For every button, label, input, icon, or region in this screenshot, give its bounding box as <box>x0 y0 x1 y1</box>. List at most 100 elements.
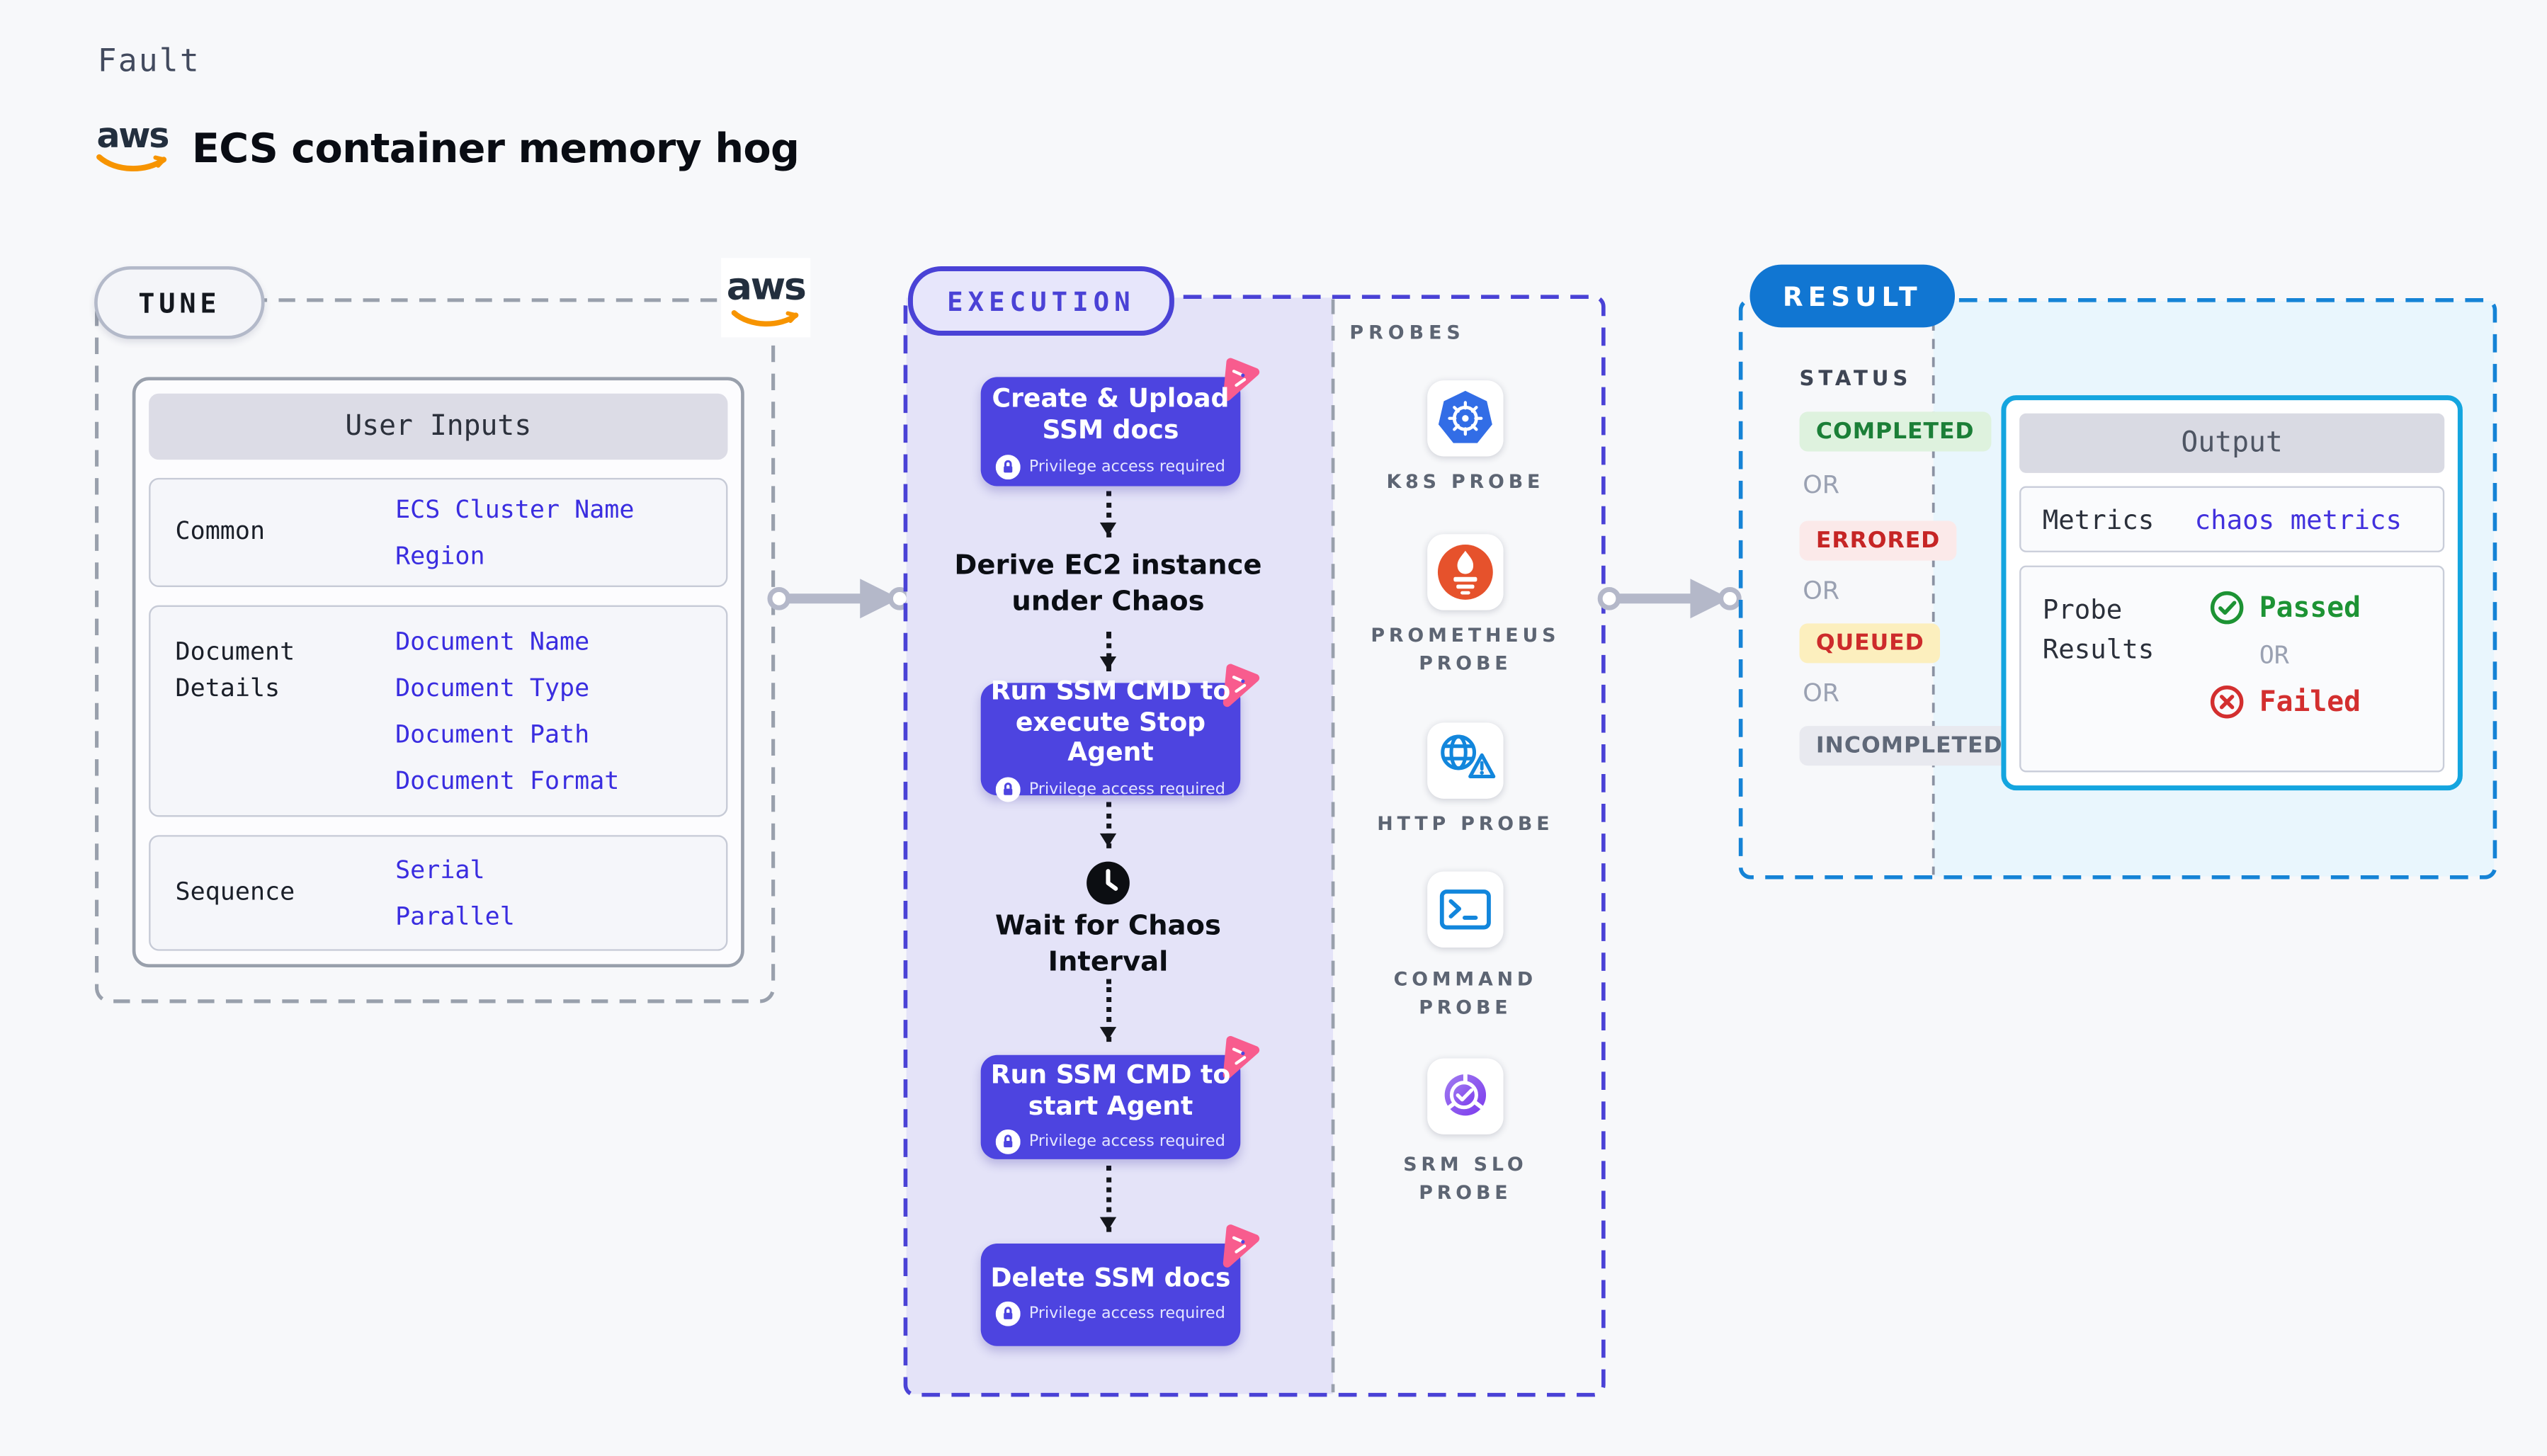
clock-icon <box>1087 861 1130 905</box>
step-title: execute Stop Agent <box>1015 707 1206 768</box>
execution-to-result-arrow <box>1597 579 1742 619</box>
flow-arrow-down <box>1099 802 1117 848</box>
user-inputs-card: User Inputs Common ECS Cluster Name Regi… <box>132 377 744 968</box>
output-metrics-row: Metrics chaos metrics <box>2019 486 2445 552</box>
privilege-label: Privilege access required <box>1028 1132 1225 1151</box>
flow-arrow-down <box>1099 1166 1117 1232</box>
input-value: Document Name <box>395 626 590 657</box>
status-column-label: STATUS <box>1799 365 1912 391</box>
aws-logo-text: aws <box>96 115 169 156</box>
step-run-ssm-cmd-stop-agent[interactable]: Run SSM CMD to execute Stop Agent Privil… <box>980 664 1260 802</box>
srm-slo-icon <box>1427 1058 1504 1134</box>
probe-result-failed: Failed <box>2210 685 2361 720</box>
input-value: Parallel <box>395 901 515 931</box>
probe-label: HTTP PROBE <box>1349 810 1581 838</box>
probe-label: K8S PROBE <box>1349 468 1581 496</box>
step-title: Delete SSM docs <box>990 1263 1231 1293</box>
tune-section <box>94 297 776 1003</box>
step-title: Interval <box>1048 945 1169 977</box>
page-header: aws ECS container memory hog <box>94 115 800 175</box>
tune-section-pill: TUNE <box>94 266 265 339</box>
status-badge-errored: ERRORED <box>1799 521 1957 561</box>
step-title: Run SSM CMD to <box>990 676 1231 707</box>
fault-kind-label: Fault <box>97 42 201 80</box>
tune-dashed-border <box>95 298 776 1003</box>
or-separator: OR <box>1803 575 1840 605</box>
probe-label-line: K8S PROBE <box>1386 470 1545 493</box>
privilege-label: Privilege access required <box>1028 457 1225 476</box>
user-inputs-title: User Inputs <box>149 393 728 460</box>
privilege-note: Privilege access required <box>996 777 1225 802</box>
user-inputs-row-common: Common ECS Cluster Name Region <box>149 477 728 587</box>
lock-icon <box>996 1302 1021 1327</box>
input-value: Document Format <box>395 766 620 796</box>
result-dashed-border <box>1738 298 2497 880</box>
privilege-note: Privilege access required <box>996 1302 1225 1327</box>
step-create-upload-ssm-docs[interactable]: Create & Upload SSM docs Privilege acces… <box>980 358 1260 487</box>
chaos-pinwheel-icon <box>1223 358 1260 402</box>
probe-label: PROMETHEUS PROBE <box>1349 622 1581 677</box>
step-title: SSM docs <box>1042 415 1179 445</box>
probes-column-label: PROBES <box>1349 321 1465 344</box>
lock-icon <box>996 1130 1021 1155</box>
input-value: Region <box>395 540 485 571</box>
probe-label-line: COMMAND <box>1393 967 1538 991</box>
privilege-note: Privilege access required <box>996 454 1225 479</box>
flow-arrow-down <box>1099 491 1117 538</box>
input-value: ECS Cluster Name <box>395 494 635 525</box>
or-separator: OR <box>1803 678 1840 708</box>
lock-icon <box>996 454 1021 479</box>
probe-label: SRM SLO PROBE <box>1349 1151 1581 1206</box>
aws-smile-icon <box>96 154 167 171</box>
flow-arrow-down <box>1099 631 1117 672</box>
step-derive-ec2-instance: Derive EC2 instance under Chaos <box>943 547 1274 620</box>
lock-icon <box>996 777 1021 802</box>
kubernetes-icon <box>1427 380 1504 457</box>
user-inputs-row-sequence: Sequence Serial Parallel <box>149 835 728 951</box>
metrics-label: Metrics <box>2042 504 2155 535</box>
privilege-label: Privilege access required <box>1028 780 1225 799</box>
execution-dashed-border <box>903 295 1606 1397</box>
or-separator: OR <box>1803 470 1840 500</box>
flow-arrow-down <box>1099 979 1117 1042</box>
command-icon <box>1427 871 1504 948</box>
tune-to-execution-arrow <box>767 579 912 619</box>
step-wait-for-chaos-interval: Wait for Chaos Interval <box>943 908 1274 980</box>
row-label: Common <box>175 516 266 546</box>
row-label: Sequence <box>175 876 295 906</box>
x-circle-icon <box>2210 685 2244 719</box>
or-separator: OR <box>2259 639 2289 670</box>
probe-label-line: HTTP PROBE <box>1377 812 1554 836</box>
step-title: Create & Upload <box>992 384 1230 414</box>
aws-corner-logo: aws <box>721 258 811 338</box>
aws-logo: aws <box>94 115 170 175</box>
check-circle-icon <box>2210 591 2244 625</box>
user-inputs-row-document-details: Document Details Document Name Document … <box>149 605 728 817</box>
output-title: Output <box>2019 413 2445 473</box>
probe-label-line: PROBE <box>1419 994 1512 1018</box>
aws-smile-icon <box>731 309 799 326</box>
chaos-pinwheel-icon <box>1223 1224 1260 1268</box>
status-badge-completed: COMPLETED <box>1799 411 1991 452</box>
prometheus-icon <box>1427 534 1504 610</box>
chaos-pinwheel-icon <box>1223 664 1260 707</box>
step-run-ssm-cmd-start-agent[interactable]: Run SSM CMD to start Agent Privilege acc… <box>980 1035 1260 1159</box>
step-title: start Agent <box>1028 1090 1193 1121</box>
chaos-pinwheel-icon <box>1223 1035 1260 1079</box>
row-label: Document Details <box>175 636 295 703</box>
status-badge-queued: QUEUED <box>1799 623 1941 664</box>
page-title: ECS container memory hog <box>191 123 800 171</box>
step-title: Derive EC2 instance <box>954 549 1262 581</box>
passed-label: Passed <box>2259 591 2361 625</box>
step-title: Run SSM CMD to <box>990 1059 1231 1090</box>
output-card: Output Metrics chaos metrics Probe Resul… <box>2001 395 2463 791</box>
input-value: Serial <box>395 855 485 885</box>
metrics-value: chaos metrics <box>2194 504 2403 535</box>
input-value: Document Path <box>395 719 590 749</box>
http-icon <box>1427 722 1504 799</box>
step-delete-ssm-docs[interactable]: Delete SSM docs Privilege access require… <box>980 1224 1260 1346</box>
probe-label-line: SRM SLO <box>1403 1152 1528 1176</box>
privilege-note: Privilege access required <box>996 1130 1225 1155</box>
probe-label-line: PROMETHEUS <box>1371 623 1560 647</box>
